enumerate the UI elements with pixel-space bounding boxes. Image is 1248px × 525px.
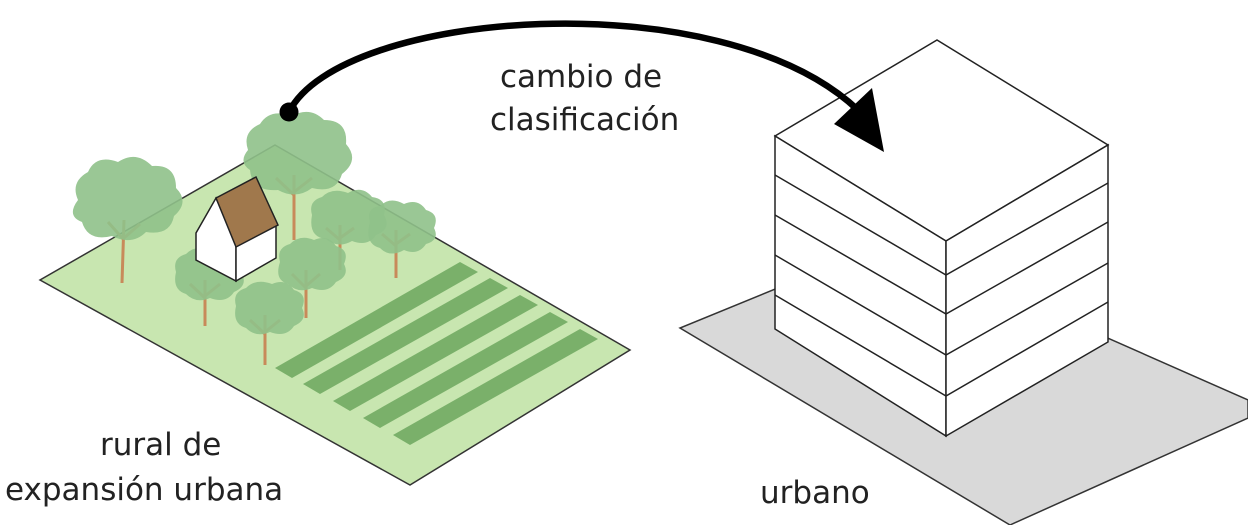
crop-rows	[275, 262, 598, 445]
tree-icon	[278, 237, 346, 318]
urban-label: urbano	[760, 475, 870, 511]
reclassification-label-line2: clasificación	[490, 102, 680, 138]
crop-row	[333, 295, 538, 411]
rural-label-line2: expansión urbana	[5, 472, 284, 508]
crop-row	[303, 278, 508, 394]
house-icon	[195, 175, 279, 283]
tree-icon	[72, 156, 183, 284]
tree-icon	[243, 111, 353, 240]
arrow-icon	[279, 20, 884, 152]
building-floor-lines	[774, 174, 1109, 397]
reclassification-label-line1: cambio de	[500, 59, 663, 95]
crop-row	[363, 312, 568, 428]
building-right-face	[945, 143, 1109, 438]
crop-row	[393, 329, 598, 445]
tree-icon	[235, 281, 304, 365]
tree-icon	[368, 200, 436, 278]
crop-row	[275, 262, 478, 378]
building-icon	[773, 39, 1110, 438]
rural-label-line1: rural de	[100, 427, 222, 463]
